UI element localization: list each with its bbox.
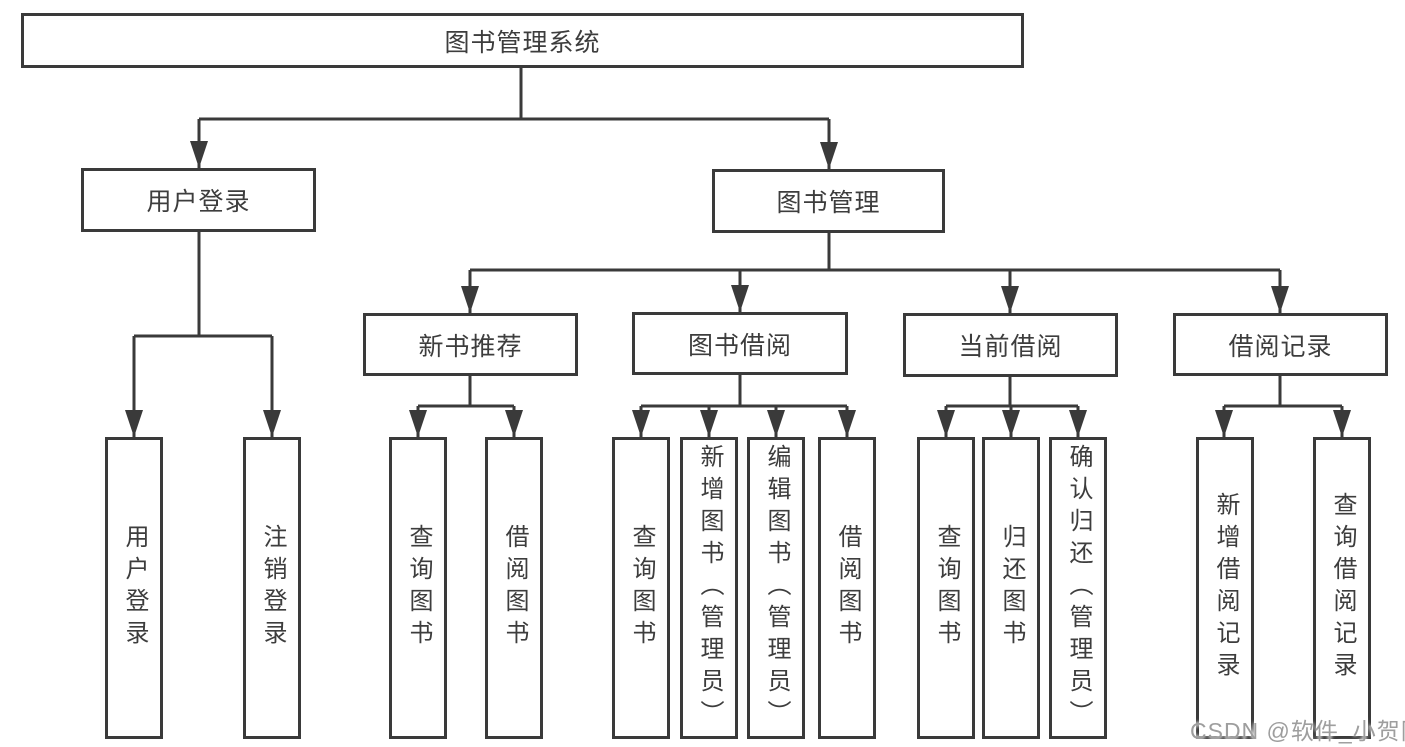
node-label: 注销登录 — [259, 524, 286, 652]
node-book-management: 图书管理 — [712, 169, 945, 233]
node-label: 当前借阅 — [958, 333, 1063, 361]
connector-user-login-children — [125, 232, 281, 437]
node-label: 查询图书 — [933, 524, 960, 652]
leaf-query-books-3: 查询图书 — [917, 437, 975, 739]
connector-current-borrow-children — [937, 377, 1087, 437]
node-label: 图书借阅 — [687, 331, 792, 360]
csdn-watermark: CSDN @软件_小贺同学 — [1190, 718, 1405, 744]
leaf-query-books-2: 查询图书 — [612, 437, 670, 739]
node-label: 图书管理系统 — [444, 28, 601, 57]
node-label: 确认归还（管理员） — [1065, 444, 1092, 732]
leaf-logout: 注销登录 — [243, 437, 301, 739]
node-label: 查询借阅记录 — [1329, 492, 1356, 684]
node-user-login: 用户登录 — [81, 168, 316, 232]
leaf-borrow-books-2: 借阅图书 — [818, 437, 876, 739]
node-label: 查询图书 — [405, 524, 432, 652]
leaf-return-books: 归还图书 — [982, 437, 1040, 739]
node-label: 借阅图书 — [501, 524, 528, 652]
node-new-book-recommend: 新书推荐 — [363, 313, 578, 376]
connector-borrow-record-children — [1215, 376, 1351, 437]
leaf-query-books-1: 查询图书 — [389, 437, 447, 739]
node-label: 用户登录 — [146, 188, 251, 216]
node-book-borrowing: 图书借阅 — [632, 312, 848, 375]
node-label: 用户登录 — [121, 524, 148, 652]
leaf-confirm-return-admin: 确认归还（管理员） — [1049, 437, 1107, 739]
node-root-book-management-system: 图书管理系统 — [21, 13, 1024, 68]
node-label: 借阅记录 — [1228, 332, 1333, 361]
connector-root-to-level2 — [190, 67, 838, 169]
node-label: 新增借阅记录 — [1212, 492, 1239, 684]
leaf-user-login: 用户登录 — [105, 437, 163, 739]
leaf-add-books-admin: 新增图书（管理员） — [680, 437, 738, 739]
connector-book-borrow-children — [632, 375, 856, 437]
node-label: 新书推荐 — [418, 332, 523, 361]
leaf-query-borrow-record: 查询借阅记录 — [1313, 437, 1371, 739]
connector-new-book-children — [409, 376, 523, 437]
connector-book-management-children — [461, 233, 1289, 313]
node-label: 图书管理 — [776, 189, 881, 217]
leaf-edit-books-admin: 编辑图书（管理员） — [747, 437, 805, 739]
leaf-add-borrow-record: 新增借阅记录 — [1196, 437, 1254, 739]
node-borrowing-records: 借阅记录 — [1173, 313, 1388, 376]
node-label: 归还图书 — [998, 524, 1025, 652]
node-label: 查询图书 — [628, 524, 655, 652]
node-label: 新增图书（管理员） — [696, 444, 723, 732]
leaf-borrow-books-1: 借阅图书 — [485, 437, 543, 739]
node-current-borrowing: 当前借阅 — [903, 313, 1118, 377]
node-label: 借阅图书 — [834, 524, 861, 652]
node-label: 编辑图书（管理员） — [763, 444, 790, 732]
